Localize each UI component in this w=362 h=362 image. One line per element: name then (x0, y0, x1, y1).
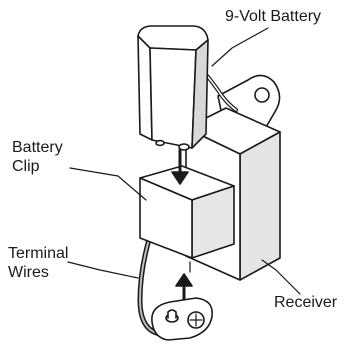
battery-terminal (178, 143, 190, 151)
terminal-plate (151, 297, 213, 341)
clip-leader (69, 167, 147, 201)
leader-lines (67, 27, 301, 295)
terminal-wires-label: Terminal Wires (8, 245, 69, 281)
wires-leader (67, 261, 139, 279)
nine-volt-battery (137, 25, 209, 151)
battery-leader (211, 27, 269, 67)
mounting-hole (254, 87, 270, 103)
up-arrow (175, 273, 193, 304)
battery-terminal (155, 139, 165, 147)
receiver-label: Receiver (274, 294, 338, 311)
battery-label: 9-Volt Battery (225, 8, 322, 25)
terminal-wires (137, 233, 163, 337)
battery-lead-wires (202, 70, 238, 112)
battery-clip-box (139, 165, 235, 259)
receiver-leader (261, 259, 301, 295)
down-arrow (171, 148, 189, 185)
battery-clip-label: Battery Clip (12, 139, 63, 175)
